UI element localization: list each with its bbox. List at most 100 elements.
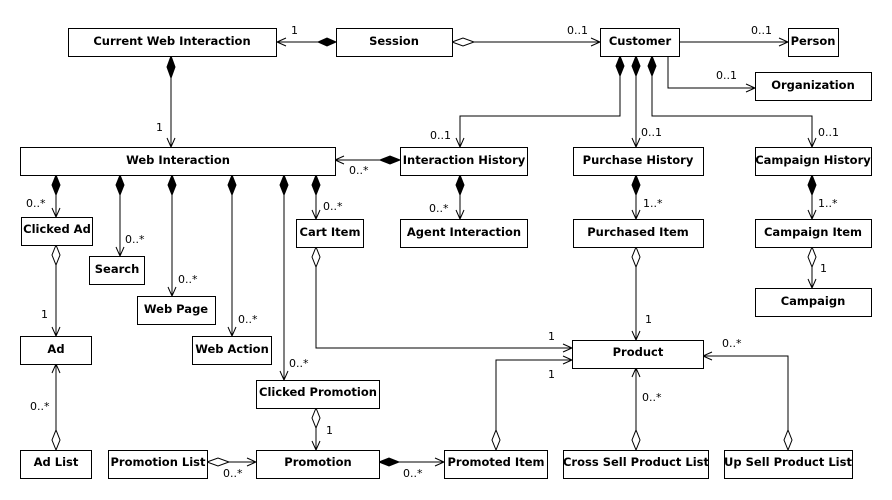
multiplicity-label: 0..* (30, 400, 50, 413)
class-promoted-item[interactable]: Promoted Item (444, 450, 548, 479)
composition-diamond (631, 173, 641, 197)
multiplicity-label: 1 (326, 424, 333, 437)
class-session[interactable]: Session (336, 28, 453, 57)
edge-cross-sell-product: 0..* (631, 366, 662, 452)
aggregation-diamond (450, 37, 476, 47)
edge-up-sell-product: 0..* (701, 337, 793, 452)
class-label: Campaign History (755, 153, 871, 167)
class-label: Ad List (34, 455, 79, 469)
composition-diamond (377, 457, 401, 467)
class-cart-item[interactable]: Cart Item (296, 219, 364, 248)
class-label: Web Action (195, 342, 269, 356)
composition-diamond (316, 37, 338, 47)
class-up-sell-product-list[interactable]: Up Sell Product List (724, 450, 853, 479)
composition-diamond (166, 54, 176, 80)
class-label: Interaction History (403, 153, 526, 167)
class-label: Customer (609, 34, 672, 48)
edge-session-customer: 0..1 (450, 24, 602, 47)
associations: 1 0..1 0..1 0..1 0..1 (26, 24, 839, 480)
multiplicity-label: 1..* (643, 197, 663, 210)
class-cross-sell-product-list[interactable]: Cross Sell Product List (563, 450, 710, 479)
composition-diamond (455, 173, 465, 197)
edge-customer-person: 0..1 (679, 24, 790, 47)
class-label: Cart Item (300, 225, 361, 239)
class-clicked-ad[interactable]: Clicked Ad (21, 217, 93, 246)
class-promotion-list[interactable]: Promotion List (108, 450, 208, 479)
class-label: Web Page (144, 302, 208, 316)
class-organization[interactable]: Organization (755, 72, 872, 101)
aggregation-diamond (311, 245, 321, 269)
multiplicity-label: 0..1 (716, 69, 737, 82)
class-label: Purchased Item (587, 225, 689, 239)
class-label: Product (613, 345, 664, 359)
composition-diamond (167, 173, 177, 197)
multiplicity-label: 1 (645, 313, 652, 326)
edge-wi-clicked-ad: 0..* (26, 173, 61, 219)
composition-diamond (807, 173, 817, 197)
aggregation-diamond (631, 428, 641, 452)
edge-ch-campaign-item: 1..* (807, 173, 838, 221)
aggregation-diamond (491, 428, 501, 452)
composition-diamond (227, 173, 237, 197)
class-label: Up Sell Product List (724, 455, 852, 469)
class-label: Campaign (781, 294, 846, 308)
class-customer[interactable]: Customer (600, 28, 680, 57)
class-label: Search (95, 262, 140, 276)
class-campaign[interactable]: Campaign (755, 288, 872, 317)
class-label: Campaign Item (764, 225, 862, 239)
class-clicked-promotion[interactable]: Clicked Promotion (256, 380, 380, 409)
class-person[interactable]: Person (788, 28, 839, 57)
multiplicity-label: 0..* (223, 467, 243, 480)
multiplicity-label: 1 (548, 368, 555, 381)
composition-diamond (615, 54, 625, 78)
multiplicity-label: 1..* (818, 197, 838, 210)
edge-ci-campaign: 1 (807, 245, 827, 290)
multiplicity-label: 0..* (26, 197, 46, 210)
edge-customer-purchase-history: 0..1 (631, 54, 662, 149)
multiplicity-label: 0..1 (818, 126, 839, 139)
class-label: Clicked Ad (23, 222, 91, 236)
edge-promoted-item-product: 1 (491, 355, 574, 452)
multiplicity-label: 1 (820, 262, 827, 275)
aggregation-diamond (51, 243, 61, 267)
class-label: Promoted Item (448, 455, 545, 469)
class-ad-list[interactable]: Ad List (20, 450, 92, 479)
multiplicity-label: 1 (41, 308, 48, 321)
edge-wi-web-page: 0..* (167, 173, 198, 298)
class-purchased-item[interactable]: Purchased Item (573, 219, 704, 248)
class-web-page[interactable]: Web Page (137, 296, 216, 325)
class-agent-interaction[interactable]: Agent Interaction (400, 219, 528, 248)
edge-wi-clicked-promotion: 0..* (279, 173, 309, 382)
class-label: Current Web Interaction (93, 34, 250, 48)
class-current-web-interaction[interactable]: Current Web Interaction (68, 28, 277, 57)
class-label: Promotion List (110, 455, 206, 469)
edge-ih-web-interaction: 0..* (333, 155, 402, 177)
multiplicity-label: 1 (291, 24, 298, 37)
classes: Current Web Interaction Session Customer… (20, 28, 872, 479)
multiplicity-label: 0..* (238, 313, 258, 326)
class-purchase-history[interactable]: Purchase History (573, 147, 704, 176)
class-web-interaction[interactable]: Web Interaction (20, 147, 336, 176)
edge-cwi-web-interaction: 1 (156, 54, 176, 149)
multiplicity-label: 1 (156, 121, 163, 134)
edge-cart-item-product: 1 (311, 245, 574, 353)
class-interaction-history[interactable]: Interaction History (400, 147, 528, 176)
class-promotion[interactable]: Promotion (256, 450, 380, 479)
edge-purchased-item-product: 1 (631, 245, 652, 342)
edge-wi-cart-item: 0..* (311, 173, 343, 221)
class-campaign-history[interactable]: Campaign History (755, 147, 872, 176)
multiplicity-label: 0..1 (430, 129, 451, 142)
class-search[interactable]: Search (89, 256, 145, 285)
class-campaign-item[interactable]: Campaign Item (755, 219, 872, 248)
composition-diamond (115, 173, 125, 197)
class-web-action[interactable]: Web Action (192, 336, 272, 365)
edge-ih-agent-interaction: 0..* (429, 173, 465, 221)
edge-clicked-promotion-promotion: 1 (311, 406, 333, 452)
composition-diamond (51, 173, 61, 197)
class-ad[interactable]: Ad (20, 336, 92, 365)
aggregation-diamond (311, 406, 321, 430)
multiplicity-label: 0..* (323, 200, 343, 213)
edge-customer-interaction-history: 0..1 (430, 54, 625, 149)
class-product[interactable]: Product (572, 340, 704, 369)
